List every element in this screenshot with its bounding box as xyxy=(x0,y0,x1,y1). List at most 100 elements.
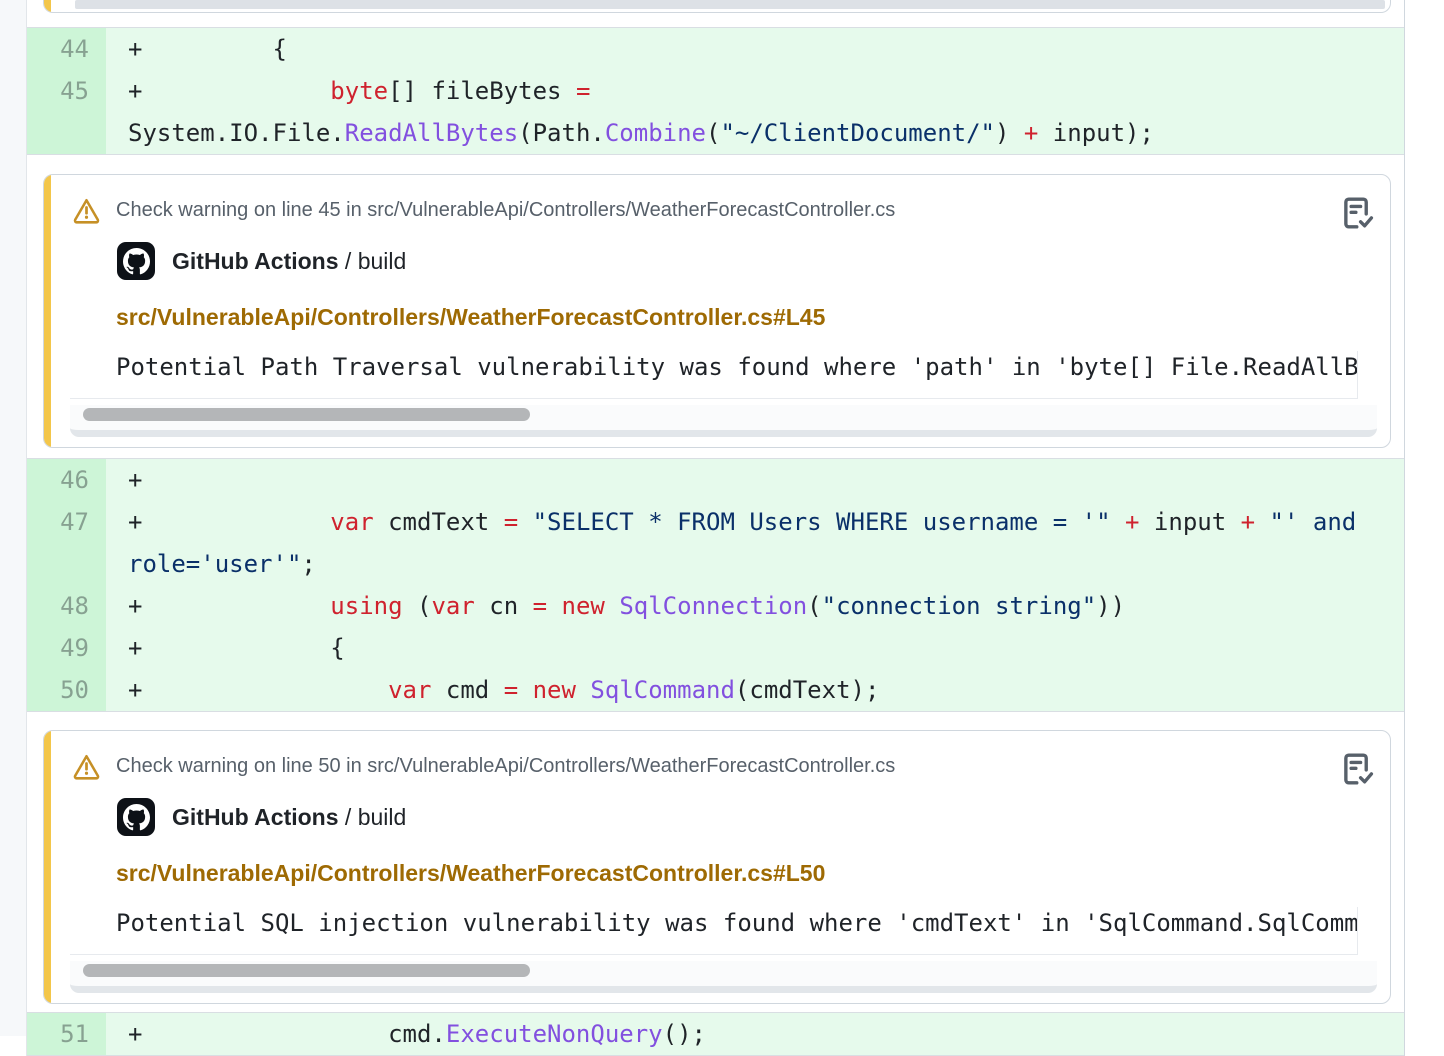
diff-section: 51+ cmd.ExecuteNonQuery(); xyxy=(27,1012,1404,1056)
diff-line: 47+ var cmdText = "SELECT * FROM Users W… xyxy=(27,501,1404,585)
code-token: SqlConnection xyxy=(619,592,808,620)
code-token: = xyxy=(575,77,591,105)
code-token: "SELECT * FROM Users WHERE username = '" xyxy=(532,508,1111,536)
diff-line: 46 + xyxy=(27,459,1404,501)
code-token: byte xyxy=(330,77,389,105)
diff-line: 50+ var cmd = new SqlCommand(cmdText); xyxy=(27,669,1404,711)
checklist-button[interactable] xyxy=(1338,194,1376,232)
diff-line: 51+ cmd.ExecuteNonQuery(); xyxy=(27,1013,1404,1055)
github-octocat-icon xyxy=(122,803,150,830)
warning-stripe xyxy=(44,0,51,12)
annotation-message-container: Potential Path Traversal vulnerability w… xyxy=(70,351,1358,399)
code-token: + xyxy=(128,77,331,105)
code-token xyxy=(576,676,590,704)
check-app-context: / build xyxy=(344,803,407,830)
code-token: var xyxy=(330,508,374,536)
code-token: new xyxy=(532,676,576,704)
code-token: ) xyxy=(995,119,1024,147)
code-token: + { xyxy=(128,35,287,63)
line-number[interactable]: 44 xyxy=(27,28,106,70)
check-app-row: GitHub Actions / build xyxy=(117,798,1390,836)
annotation-header: Check warning on line 45 in src/Vulnerab… xyxy=(73,197,1390,224)
diff-section: 44+ {45+ byte[] fileBytes = System.IO.Fi… xyxy=(27,27,1404,155)
github-octocat-icon xyxy=(122,247,150,274)
code-token: ( xyxy=(402,592,432,620)
annotation-header-text: Check warning on line 50 in src/Vulnerab… xyxy=(116,755,896,777)
diff-line: 48+ using (var cn = new SqlConnection("c… xyxy=(27,585,1404,627)
diff-line: 44 + { xyxy=(27,28,1404,70)
scrollbar-thumb[interactable] xyxy=(83,964,530,977)
checklist-button[interactable] xyxy=(1338,750,1376,788)
code-token: var xyxy=(388,676,432,704)
annotation-file-link[interactable]: src/VulnerableApi/Controllers/WeatherFor… xyxy=(116,304,826,330)
annotation-file-link[interactable]: src/VulnerableApi/Controllers/WeatherFor… xyxy=(116,860,826,886)
code-token: + xyxy=(1125,508,1140,536)
code-token: input xyxy=(1139,508,1241,536)
scrollbar-thumb[interactable] xyxy=(83,408,530,421)
code-line: + byte[] fileBytes = System.IO.File.Read… xyxy=(106,70,1404,154)
annotation-header-text: Check warning on line 45 in src/Vulnerab… xyxy=(116,199,896,221)
code-token: + xyxy=(128,676,389,704)
line-number[interactable]: 51 xyxy=(27,1013,106,1055)
checklist-icon xyxy=(1344,753,1374,785)
annotation-message: Potential Path Traversal vulnerability w… xyxy=(116,353,1358,381)
code-token xyxy=(1255,508,1269,536)
code-token: ( xyxy=(706,119,721,147)
check-warning-annotation: Check warning on line 45 in src/Vulnerab… xyxy=(43,174,1391,448)
line-number[interactable]: 50 xyxy=(27,669,106,711)
code-token: cmdText xyxy=(373,508,504,536)
code-token: + xyxy=(1240,508,1256,536)
code-token xyxy=(518,508,532,536)
code-token: using xyxy=(330,592,403,620)
code-token: cn xyxy=(474,592,533,620)
warning-triangle-icon xyxy=(73,754,100,780)
annotation-message-container: Potential SQL injection vulnerability wa… xyxy=(70,907,1358,955)
annotation-message: Potential SQL injection vulnerability wa… xyxy=(116,909,1358,937)
github-actions-avatar xyxy=(117,242,155,280)
line-number[interactable]: 49 xyxy=(27,627,106,669)
code-token: = xyxy=(503,676,519,704)
code-token: )) xyxy=(1096,592,1126,620)
code-token: "~/ClientDocument/" xyxy=(720,119,995,147)
check-warning-annotation: Check warning on line 50 in src/Vulnerab… xyxy=(43,730,1391,1004)
code-token: = xyxy=(503,508,519,536)
code-token: + xyxy=(128,508,331,536)
code-token: + { xyxy=(128,634,345,662)
diff-file-container: 44+ {45+ byte[] fileBytes = System.IO.Fi… xyxy=(26,0,1405,1056)
code-line: + var cmdText = "SELECT * FROM Users WHE… xyxy=(106,501,1404,585)
code-token: Combine xyxy=(604,119,706,147)
warning-stripe xyxy=(44,175,51,447)
horizontal-scrollbar-track[interactable] xyxy=(75,0,1385,9)
warning-triangle-icon xyxy=(73,198,100,224)
code-token xyxy=(1111,508,1125,536)
code-token: + cmd. xyxy=(128,1020,446,1048)
code-token: SqlCommand xyxy=(590,676,735,704)
code-token: input); xyxy=(1038,119,1154,147)
line-number[interactable]: 46 xyxy=(27,459,106,501)
code-line: + cmd.ExecuteNonQuery(); xyxy=(106,1013,1404,1055)
line-number[interactable]: 48 xyxy=(27,585,106,627)
code-line: + { xyxy=(106,627,1404,669)
code-token: System.IO.File. xyxy=(128,77,605,147)
horizontal-scrollbar xyxy=(70,961,1377,993)
check-app-name: GitHub Actions xyxy=(172,247,339,274)
annotation-box-partial xyxy=(43,0,1391,13)
check-app-label: GitHub Actions / build xyxy=(172,804,406,831)
line-number[interactable]: 45 xyxy=(27,70,106,154)
code-token: + xyxy=(128,466,143,494)
code-line: + using (var cn = new SqlConnection("con… xyxy=(106,585,1404,627)
code-token xyxy=(605,592,619,620)
code-line: + xyxy=(106,459,1404,501)
check-app-context: / build xyxy=(344,247,407,274)
code-token: [] fileBytes xyxy=(388,77,576,105)
code-token: new xyxy=(561,592,605,620)
code-line: + var cmd = new SqlCommand(cmdText); xyxy=(106,669,1404,711)
code-token: "' and role='user'" xyxy=(128,508,1371,578)
code-token: (Path. xyxy=(518,119,605,147)
code-token: ExecuteNonQuery xyxy=(445,1020,663,1048)
annotation-header: Check warning on line 50 in src/Vulnerab… xyxy=(73,753,1390,780)
line-number[interactable]: 47 xyxy=(27,501,106,585)
page-left-margin xyxy=(0,0,26,1036)
code-token: + xyxy=(128,592,331,620)
code-line: + { xyxy=(106,28,1404,70)
